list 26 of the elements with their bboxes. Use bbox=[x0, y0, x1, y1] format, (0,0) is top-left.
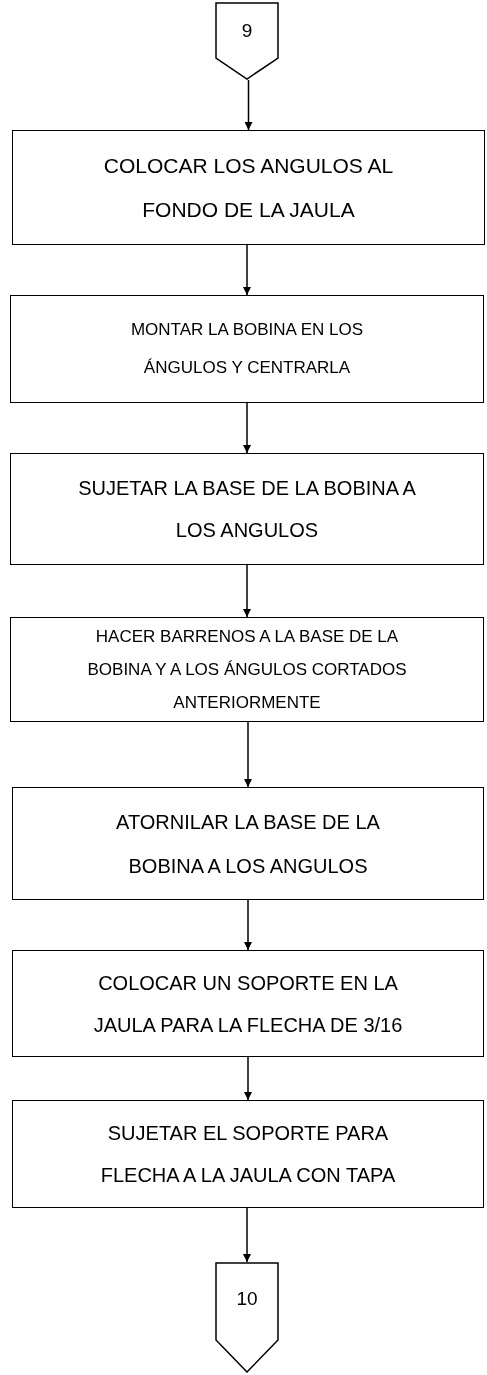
arrow bbox=[244, 79, 253, 131]
process-box bbox=[10, 453, 484, 565]
process-box bbox=[10, 295, 484, 403]
off-page-connector bbox=[215, 1262, 279, 1373]
arrow bbox=[243, 244, 251, 296]
arrow bbox=[244, 1056, 252, 1101]
step-text: MONTAR LA BOBINA EN LOS ÁNGULOS Y CENTRARLA bbox=[129, 319, 365, 379]
process-box bbox=[12, 787, 484, 900]
step-text: SUJETAR EL SOPORTE PARA FLECHA A LA JAULA CON TAPA bbox=[99, 1121, 397, 1188]
process-box bbox=[12, 1100, 484, 1208]
process-box bbox=[12, 130, 485, 245]
process-box bbox=[12, 950, 484, 1057]
process-box bbox=[10, 617, 484, 722]
arrow bbox=[243, 564, 251, 618]
step-text: ATORNILAR LA BASE DE LA BOBINA A LOS ANGULOS bbox=[115, 809, 381, 879]
step-text: COLOCAR LOS ANGULOS AL FONDO DE LA JAULA bbox=[102, 152, 395, 223]
step-text: COLOCAR UN SOPORTE EN LA JAULA PARA LA FLECHA DE 3/16 bbox=[92, 970, 404, 1038]
arrow bbox=[243, 1207, 251, 1263]
arrow bbox=[243, 402, 251, 454]
arrow bbox=[244, 721, 252, 788]
step-text: SUJETAR LA BASE DE LA BOBINA A LOS ANGULOS bbox=[77, 476, 417, 543]
connector-number: 9 bbox=[240, 20, 254, 42]
off-page-connector bbox=[215, 2, 279, 80]
step-text: HACER BARRENOS A LA BASE DE LA BOBINA Y A LOS ÁNGULOS CORTADOS ANTERIORMENTE bbox=[87, 626, 407, 714]
connector-number: 10 bbox=[235, 1288, 259, 1310]
arrow bbox=[244, 899, 252, 951]
